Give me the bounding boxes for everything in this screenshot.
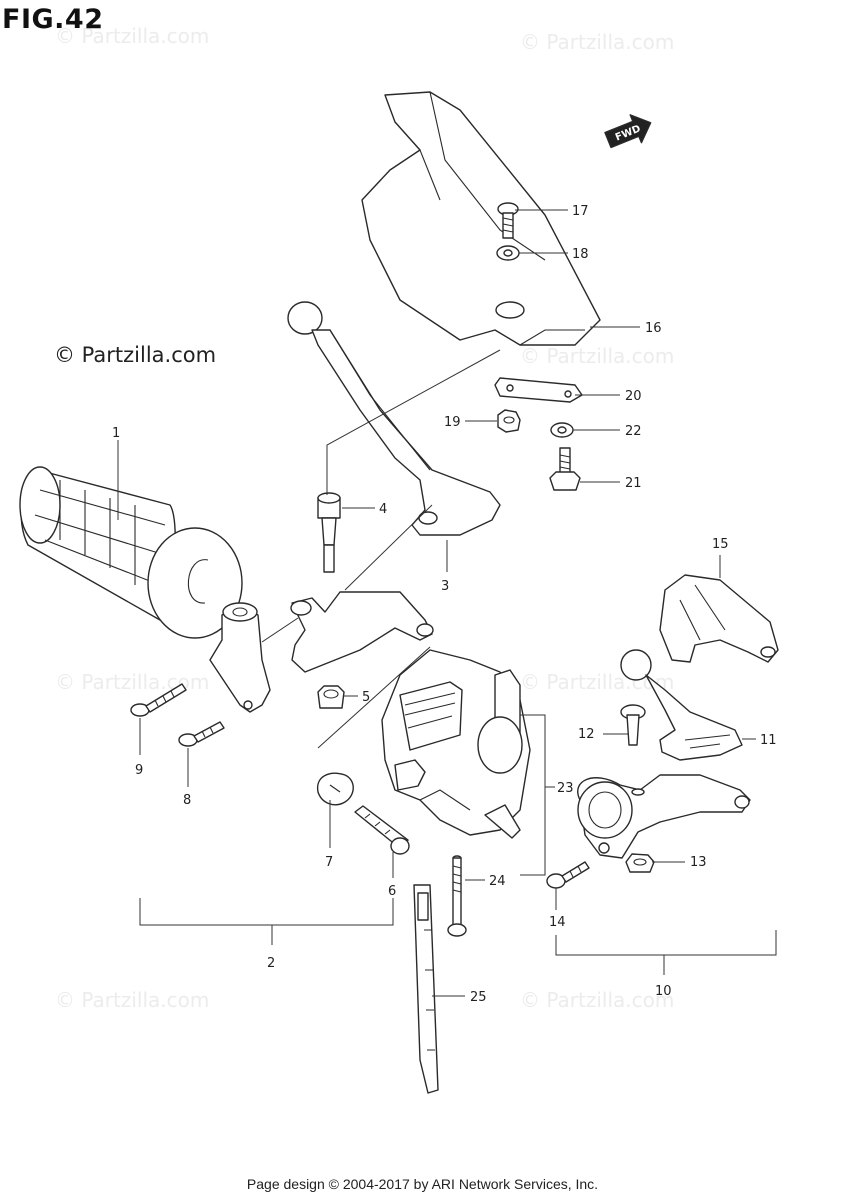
callout-15: 15 [712,537,729,552]
bolt-21 [549,447,581,491]
watermark: © Partzilla.com [520,344,675,368]
copyright-label: © Partzilla.com [54,343,217,367]
callout-5: 5 [362,690,370,705]
callout-4: 4 [379,502,387,517]
callout-24: 24 [489,874,506,889]
callout-17: 17 [572,204,589,219]
callout-10: 10 [655,984,672,999]
washer-18 [496,245,520,261]
callout-6: 6 [388,884,396,899]
clutch-lever [287,301,501,536]
screw-14 [546,861,590,889]
washer-22 [550,422,574,438]
nut-19 [497,409,521,433]
screw-24 [447,855,467,937]
callout-13: 13 [690,855,707,870]
bracket-clamp [209,602,271,713]
callout-18: 18 [572,247,589,262]
callout-21: 21 [625,476,642,491]
figure-title: FIG.42 [2,4,104,35]
screw-9 [130,683,187,717]
pivot-bolt-4 [317,492,341,573]
callout-11: 11 [760,733,777,748]
callout-19: 19 [444,415,461,430]
callout-1: 1 [112,426,120,441]
callout-7: 7 [325,855,333,870]
watermark: © Partzilla.com [55,988,210,1012]
footer-text: Page design © 2004-2017 by ARI Network S… [246,1176,599,1192]
pin-12 [620,704,646,746]
lever-cover-15 [659,574,779,663]
callout-20: 20 [625,389,642,404]
watermark: © Partzilla.com [520,988,675,1012]
cable-tie-25 [413,884,439,1094]
fwd-arrow-icon: FWD [604,114,652,149]
watermark: © Partzilla.com [55,24,210,48]
callout-9: 9 [135,763,143,778]
callout-12: 12 [578,727,595,742]
callout-2: 2 [267,956,275,971]
callout-3: 3 [441,579,449,594]
callout-16: 16 [645,321,662,336]
nut-13 [625,853,655,873]
hot-start-lever-11 [620,649,743,761]
hand-guard [361,91,601,346]
leader-lines [117,209,777,997]
callout-14: 14 [549,915,566,930]
watermark: © Partzilla.com [520,30,675,54]
screw-8 [178,721,225,747]
lever-bracket [290,591,434,673]
screw-6 [354,805,410,855]
switch-assembly [381,649,531,839]
callout-labels: 1 2 3 4 5 6 7 8 9 10 11 12 13 14 15 16 1… [112,204,777,1005]
handlebar-grip [19,466,243,639]
nut-5 [317,685,345,709]
callout-8: 8 [183,793,191,808]
callout-23: 23 [557,781,574,796]
callout-25: 25 [470,990,487,1005]
clip-7 [316,772,354,806]
screw-17 [497,202,519,239]
plate-20 [494,377,583,403]
lever-holder-right [577,774,751,859]
callout-22: 22 [625,424,642,439]
